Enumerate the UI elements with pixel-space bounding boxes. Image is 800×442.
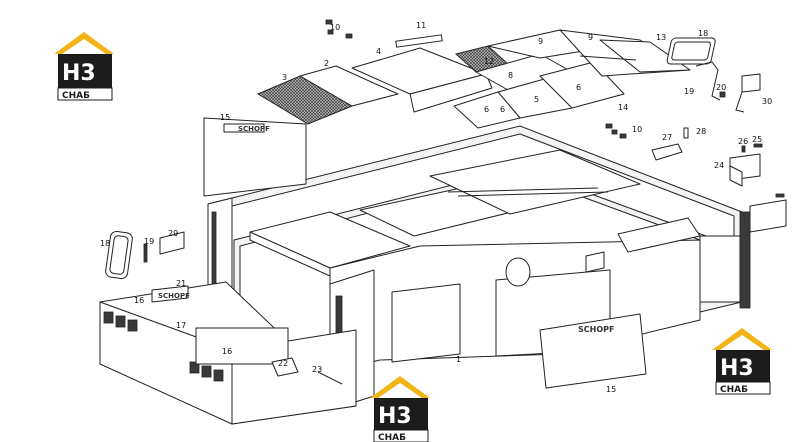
- callout-3: 3: [282, 73, 287, 82]
- callout-4: 4: [376, 47, 381, 56]
- cover-panel-2: [299, 65, 399, 107]
- callout-9a: 9: [538, 37, 543, 46]
- callout-21: 21: [176, 279, 186, 288]
- grab-handle-27: [651, 143, 683, 161]
- callout-15a: 15: [220, 113, 230, 122]
- callout-17: 17: [176, 321, 186, 330]
- logo-caption: CHAБ: [720, 385, 748, 395]
- callout-26: 26: [738, 137, 748, 146]
- callout-6a: 6: [484, 105, 489, 114]
- logo-caption: CHAБ: [378, 433, 406, 442]
- logo-watermark-top-left: H3 CHAБ: [54, 32, 114, 101]
- callout-19a: 19: [144, 237, 154, 246]
- logo-mark: H3: [62, 61, 96, 86]
- cover-panel-13: [599, 39, 691, 73]
- logo-roof-icon: [712, 328, 772, 350]
- callout-5: 5: [534, 95, 539, 104]
- callout-8: 8: [508, 71, 513, 80]
- window-frame-18-top: [666, 37, 716, 65]
- cover-ramp-4: [409, 73, 493, 113]
- callout-6c: 6: [576, 83, 581, 92]
- logo-watermark-bottom-center: H3 CHAБ: [370, 376, 430, 442]
- cover-panel-6a: [453, 91, 521, 129]
- callout-19b: 19: [684, 87, 694, 96]
- callout-14: 14: [618, 103, 628, 112]
- logo-roof-icon: [54, 32, 114, 54]
- callout-15b: 15: [606, 385, 616, 394]
- callout-27: 27: [662, 133, 672, 142]
- callout-10a: 10: [330, 23, 340, 32]
- callout-16b: 16: [222, 347, 232, 356]
- main-frame: [207, 125, 751, 411]
- callout-10b: 10: [632, 125, 642, 134]
- callout-16a: 16: [134, 296, 144, 305]
- callout-24: 24: [714, 161, 724, 170]
- callout-30: 30: [762, 97, 772, 106]
- callout-20: 20: [716, 83, 726, 92]
- bracket-lower-right: [749, 199, 787, 233]
- front-bumper: [99, 281, 357, 425]
- callout-23: 23: [312, 365, 322, 374]
- callout-22: 22: [278, 359, 288, 368]
- callout-6b: 6: [500, 105, 505, 114]
- logo-caption: CHAБ: [62, 91, 90, 101]
- rod-11: [395, 34, 443, 48]
- callout-9b: 9: [588, 33, 593, 42]
- callout-12: 12: [484, 57, 494, 66]
- side-panel-15-left: SCHOPF: [203, 117, 307, 197]
- callout-18b: 18: [698, 29, 708, 38]
- callout-18a: 18: [100, 239, 110, 248]
- logo-mark: H3: [378, 404, 412, 429]
- brand-plate-right: SCHOPF: [578, 325, 614, 334]
- brand-plate-badge: SCHOPF: [158, 292, 190, 300]
- handle-19-top: [695, 61, 721, 101]
- bracket-30: [741, 73, 761, 93]
- callout-28: 28: [696, 127, 706, 136]
- logo-watermark-right: H3 CHAБ: [712, 328, 772, 395]
- callout-1: 1: [456, 355, 461, 364]
- callout-13: 13: [656, 33, 666, 42]
- callout-25: 25: [752, 135, 762, 144]
- side-panel-15-right: SCHOPF: [539, 313, 647, 389]
- brand-plate-left: SCHOPF: [238, 125, 270, 133]
- logo-mark: H3: [720, 356, 754, 381]
- callout-29: 29: [168, 229, 178, 238]
- logo-roof-icon: [370, 376, 430, 398]
- cover-panel-group: [256, 29, 691, 129]
- callout-labels: 1 2 3 4 5 6 6 6 8 9 9 10 10 11 12 13 14 …: [100, 21, 772, 394]
- callout-11: 11: [416, 21, 426, 30]
- top-hardware: [325, 19, 627, 139]
- mirror-assembly-left: SCHOPF: [105, 230, 190, 303]
- round-opening: [505, 257, 531, 287]
- callout-2: 2: [324, 59, 329, 68]
